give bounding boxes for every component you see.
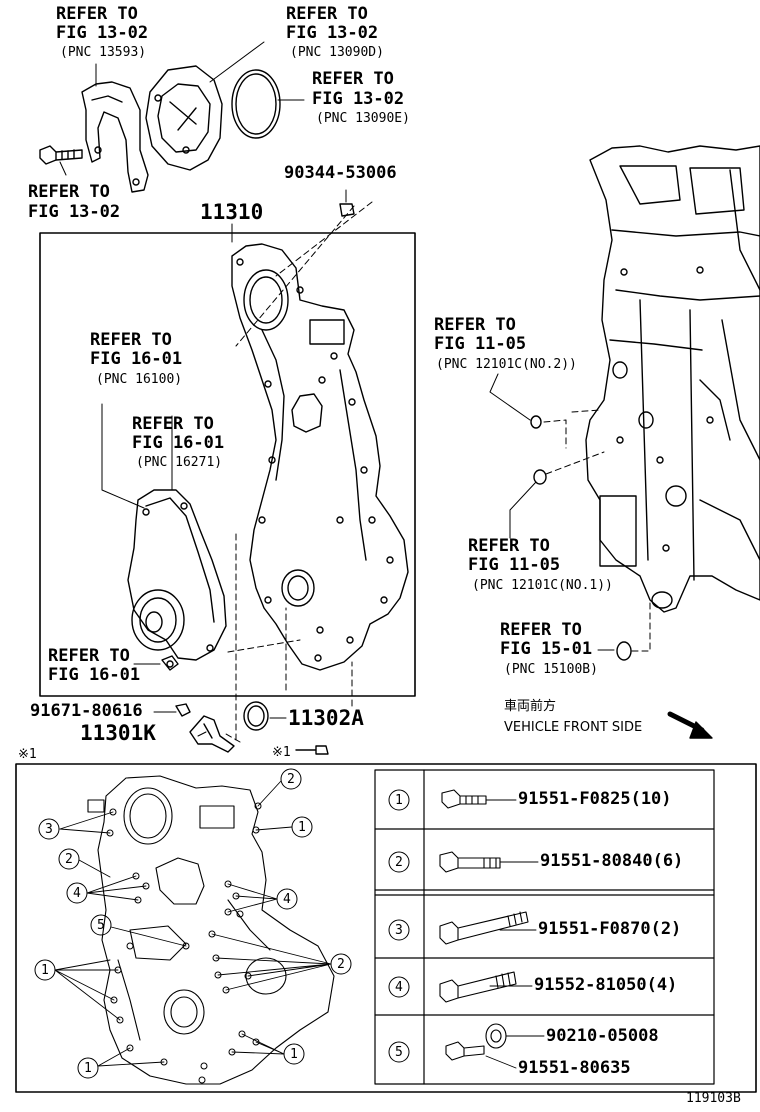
pulley-bolt-drawing bbox=[161, 655, 179, 671]
small-stud-bolt bbox=[339, 203, 355, 217]
detail-cover-drawing bbox=[87, 775, 335, 1085]
detail-callout-num: 1 bbox=[298, 820, 306, 835]
callout-13090e-l3: (PNC 13090E) bbox=[316, 111, 410, 126]
detail-callout-circles bbox=[34, 768, 352, 1079]
main-dashed-guides bbox=[225, 533, 353, 743]
callout-11-05-no1-l2: FIG 11-05 bbox=[468, 555, 561, 575]
timing-cover-drawing bbox=[231, 243, 409, 671]
table-row-num: 3 bbox=[395, 923, 403, 938]
callout-16271-l2: FIG 16-01 bbox=[132, 433, 225, 453]
direction-label-jp: 車両前方 bbox=[504, 699, 557, 714]
callout-16271-l1: REFER TO bbox=[132, 414, 214, 434]
sensor-bolt-drawing bbox=[295, 745, 329, 755]
detail-callout-num: 4 bbox=[283, 892, 291, 907]
reference-mark-bolt: ※1 bbox=[272, 745, 291, 760]
table-row-num: 1 bbox=[395, 793, 403, 808]
table-part-number: 90210-05008 bbox=[546, 1026, 659, 1046]
callout-pulley-l1: REFER TO bbox=[48, 646, 130, 666]
o-ring-drawing bbox=[231, 69, 281, 139]
callout-bolt-l2: FIG 13-02 bbox=[28, 202, 121, 222]
callout-15-01-l3: (PNC 15100B) bbox=[504, 662, 598, 677]
part-11302a: 11302A bbox=[288, 706, 364, 730]
part-11301k: 11301K bbox=[80, 721, 156, 745]
detail-callout-num: 2 bbox=[65, 852, 73, 867]
callout-11-05-no2-l1: REFER TO bbox=[434, 315, 516, 335]
table-row-num: 2 bbox=[395, 855, 403, 870]
callout-11-05-no2-l2: FIG 11-05 bbox=[434, 334, 527, 354]
callout-16100-l3: (PNC 16100) bbox=[96, 372, 183, 387]
detail-callout-num: 1 bbox=[84, 1061, 92, 1076]
part-90344: 90344-53006 bbox=[284, 163, 397, 183]
oil-pump-drawing bbox=[145, 65, 223, 171]
detail-callout-num: 1 bbox=[290, 1047, 298, 1062]
table-part-number: 91551-F0870(2) bbox=[538, 919, 682, 939]
callout-13090e-l1: REFER TO bbox=[312, 69, 394, 89]
timing-bracket-drawing bbox=[81, 81, 149, 193]
callout-11-05-no1-l3: (PNC 12101C(NO.1)) bbox=[472, 578, 613, 593]
dashed-guide-stud bbox=[235, 205, 355, 347]
detail-callout-num: 2 bbox=[337, 957, 345, 972]
detail-callout-num: 1 bbox=[41, 963, 49, 978]
crank-sensor-drawing bbox=[189, 715, 235, 753]
bolt-table-circles bbox=[388, 789, 410, 1063]
detail-bolt-holes bbox=[106, 802, 262, 1084]
detail-callout-num: 3 bbox=[45, 822, 53, 837]
callout-15-01-l2: FIG 15-01 bbox=[500, 639, 593, 659]
top-leader-lines bbox=[59, 41, 347, 203]
callout-11-05-no1-l1: REFER TO bbox=[468, 536, 550, 556]
detail-callout-num: 5 bbox=[97, 918, 105, 933]
callout-13090d-l2: FIG 13-02 bbox=[286, 23, 379, 43]
table-row-num: 4 bbox=[395, 980, 403, 995]
knock-pin-drawing bbox=[175, 703, 191, 717]
callout-16100-l2: FIG 16-01 bbox=[90, 349, 183, 369]
callout-13090e-l2: FIG 13-02 bbox=[312, 89, 405, 109]
callout-15-01-l1: REFER TO bbox=[500, 620, 582, 640]
oil-seal-drawing bbox=[243, 701, 269, 731]
figure-id: 119103B bbox=[686, 1091, 741, 1106]
callout-13593-l1: REFER TO bbox=[56, 4, 138, 24]
table-part-number: 91551-80840(6) bbox=[540, 851, 684, 871]
callout-13090d-l3: (PNC 13090D) bbox=[290, 45, 384, 60]
right-leader-lines bbox=[489, 373, 615, 651]
detail-callout-num: 4 bbox=[73, 886, 81, 901]
detail-leader-lines bbox=[54, 780, 332, 1067]
main-leader-lines bbox=[101, 223, 287, 737]
callout-11-05-no2-l3: (PNC 12101C(NO.2)) bbox=[436, 357, 577, 372]
callout-13593-l3: (PNC 13593) bbox=[60, 45, 147, 60]
callout-bolt-l1: REFER TO bbox=[28, 182, 110, 202]
part-91671: 91671-80616 bbox=[30, 701, 143, 721]
table-part-number: 91552-81050(4) bbox=[534, 975, 678, 995]
table-row-num: 5 bbox=[395, 1045, 403, 1060]
front-direction-arrow bbox=[667, 711, 713, 739]
direction-label-en: VEHICLE FRONT SIDE bbox=[504, 720, 643, 735]
bolt-images bbox=[439, 789, 545, 1069]
callout-16100-l1: REFER TO bbox=[90, 330, 172, 350]
water-pump-drawing bbox=[127, 489, 227, 668]
detail-callout-num: 2 bbox=[287, 772, 295, 787]
bolt-table-grid bbox=[374, 769, 715, 1085]
callout-16271-l3: (PNC 16271) bbox=[136, 455, 223, 470]
engine-block-drawing bbox=[585, 145, 760, 613]
assembly-frame bbox=[39, 232, 416, 697]
table-part-number: 91551-80635 bbox=[518, 1058, 631, 1078]
reference-mark-top: ※1 bbox=[18, 747, 37, 762]
dashed-guide-stud2 bbox=[275, 201, 373, 277]
callout-13593-l2: FIG 13-02 bbox=[56, 23, 149, 43]
callout-pulley-l2: FIG 16-01 bbox=[48, 665, 141, 685]
callout-13090d-l1: REFER TO bbox=[286, 4, 368, 24]
right-dashed-guides bbox=[543, 409, 651, 652]
bracket-bolt-drawing bbox=[39, 145, 83, 165]
right-seal-rings bbox=[530, 415, 632, 661]
part-11310: 11310 bbox=[200, 200, 264, 224]
table-part-number: 91551-F0825(10) bbox=[518, 789, 672, 809]
detail-frame bbox=[15, 763, 757, 1093]
